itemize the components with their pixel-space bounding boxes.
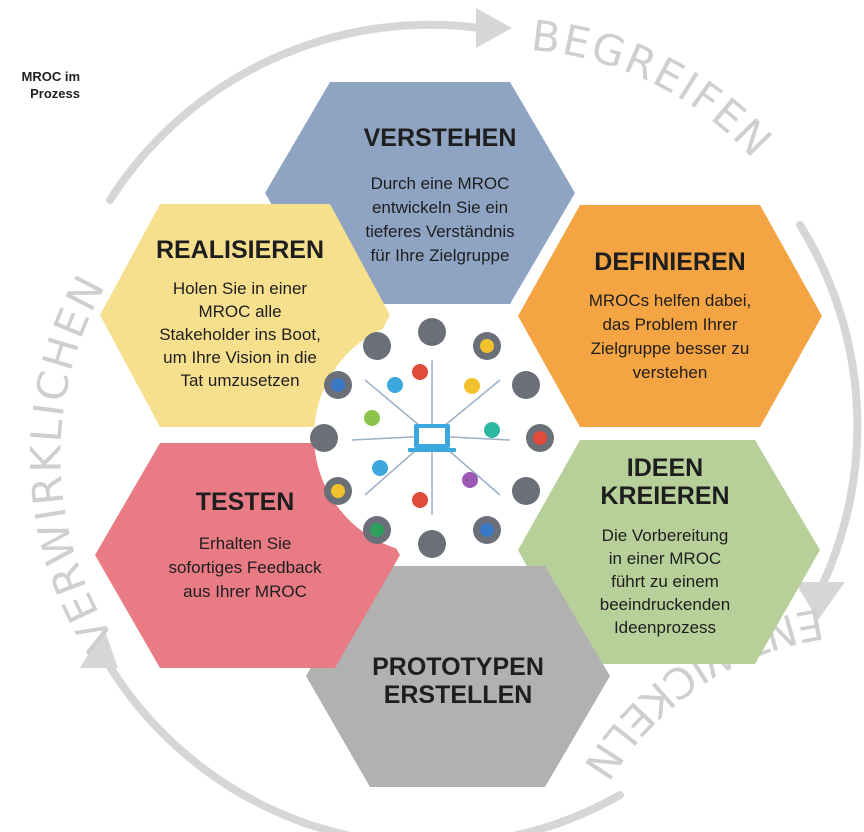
hex-definieren-line-1: MROCs helfen dabei, [589, 291, 752, 310]
hex-ideen-title-line-1: IDEEN [627, 454, 703, 482]
hex-prototypen-shape [306, 566, 610, 787]
hex-realisieren: REALISIEREN Holen Sie in einer MROC alle… [100, 204, 390, 427]
hex-testen-line-2: sofortiges Feedback [168, 558, 322, 577]
arrow-top [106, 20, 484, 204]
hex-ideen-line-3: führt zu einem [611, 572, 719, 591]
hex-ideen-line-4: beeindruckenden [600, 595, 730, 614]
people-ring [310, 318, 554, 558]
hex-realisieren-shape [100, 204, 390, 427]
hex-testen-title: TESTEN [196, 488, 295, 516]
hex-realisieren-line-2: MROC alle [198, 302, 281, 321]
hex-realisieren-line-4: um Ihre Vision in die [163, 348, 317, 367]
hex-definieren-shape [518, 205, 822, 427]
laptop-network-icon [408, 424, 456, 452]
hex-definieren: DEFINIEREN MROCs helfen dabei, das Probl… [518, 205, 822, 427]
hex-ideen-kreieren: IDEEN KREIEREN Die Vorbereitung in einer… [518, 440, 820, 664]
hex-realisieren-title: REALISIEREN [156, 236, 324, 264]
hex-definieren-line-2: das Problem Ihrer [602, 315, 737, 334]
hex-ideen-line-1: Die Vorbereitung [602, 526, 729, 545]
arrowhead-right [795, 582, 845, 620]
hex-ideen-line-5: Ideenprozess [614, 618, 716, 637]
hex-testen: TESTEN Erhalten Sie sofortiges Feedback … [95, 443, 400, 668]
arrow-bottom [96, 646, 624, 832]
cycle-label-begreifen: BEGREIFEN [529, 11, 782, 168]
hex-verstehen-line-3: tieferes Verständnis [365, 222, 514, 241]
hex-definieren-title: DEFINIEREN [594, 248, 745, 276]
hex-prototypen-title-line-2: ERSTELLEN [384, 681, 533, 709]
hex-realisieren-line-3: Stakeholder ins Boot, [159, 325, 321, 344]
hex-ideen-title-line-2: KREIEREN [600, 482, 729, 510]
hex-ideen-shape [518, 440, 820, 664]
hex-definieren-line-4: verstehen [633, 363, 708, 382]
hex-verstehen-line-4: für Ihre Zielgruppe [371, 246, 510, 265]
arrow-right [796, 221, 862, 594]
arrowhead-bottom [80, 628, 118, 668]
hex-ideen-line-2: in einer MROC [609, 549, 721, 568]
arrowhead-top [476, 8, 512, 48]
people-shirts [331, 339, 547, 537]
hex-verstehen-line-2: entwickeln Sie ein [372, 198, 508, 217]
hex-testen-shape [95, 443, 400, 668]
hex-prototypen-title-line-1: PROTOTYPEN [372, 653, 544, 681]
side-caption-line1: MROC im [21, 69, 81, 84]
hex-testen-line-3: aus Ihrer MROC [183, 582, 307, 601]
network-lines [351, 360, 511, 515]
app-icons [364, 364, 500, 508]
hex-verstehen-title: VERSTEHEN [364, 124, 517, 152]
hex-realisieren-line-1: Holen Sie in einer [173, 279, 308, 298]
center-hub [310, 318, 554, 558]
hex-verstehen-line-1: Durch eine MROC [371, 174, 510, 193]
side-caption-line2: Prozess [30, 86, 80, 101]
hex-realisieren-line-5: Tat umzusetzen [180, 371, 299, 390]
hex-prototypen-erstellen: PROTOTYPEN ERSTELLEN [306, 566, 610, 787]
hex-definieren-line-3: Zielgruppe besser zu [591, 339, 750, 358]
cycle-arrowheads [80, 8, 845, 668]
side-caption: MROC im Prozess [0, 68, 81, 102]
hex-testen-line-1: Erhalten Sie [199, 534, 292, 553]
cycle-arrows [96, 20, 862, 832]
